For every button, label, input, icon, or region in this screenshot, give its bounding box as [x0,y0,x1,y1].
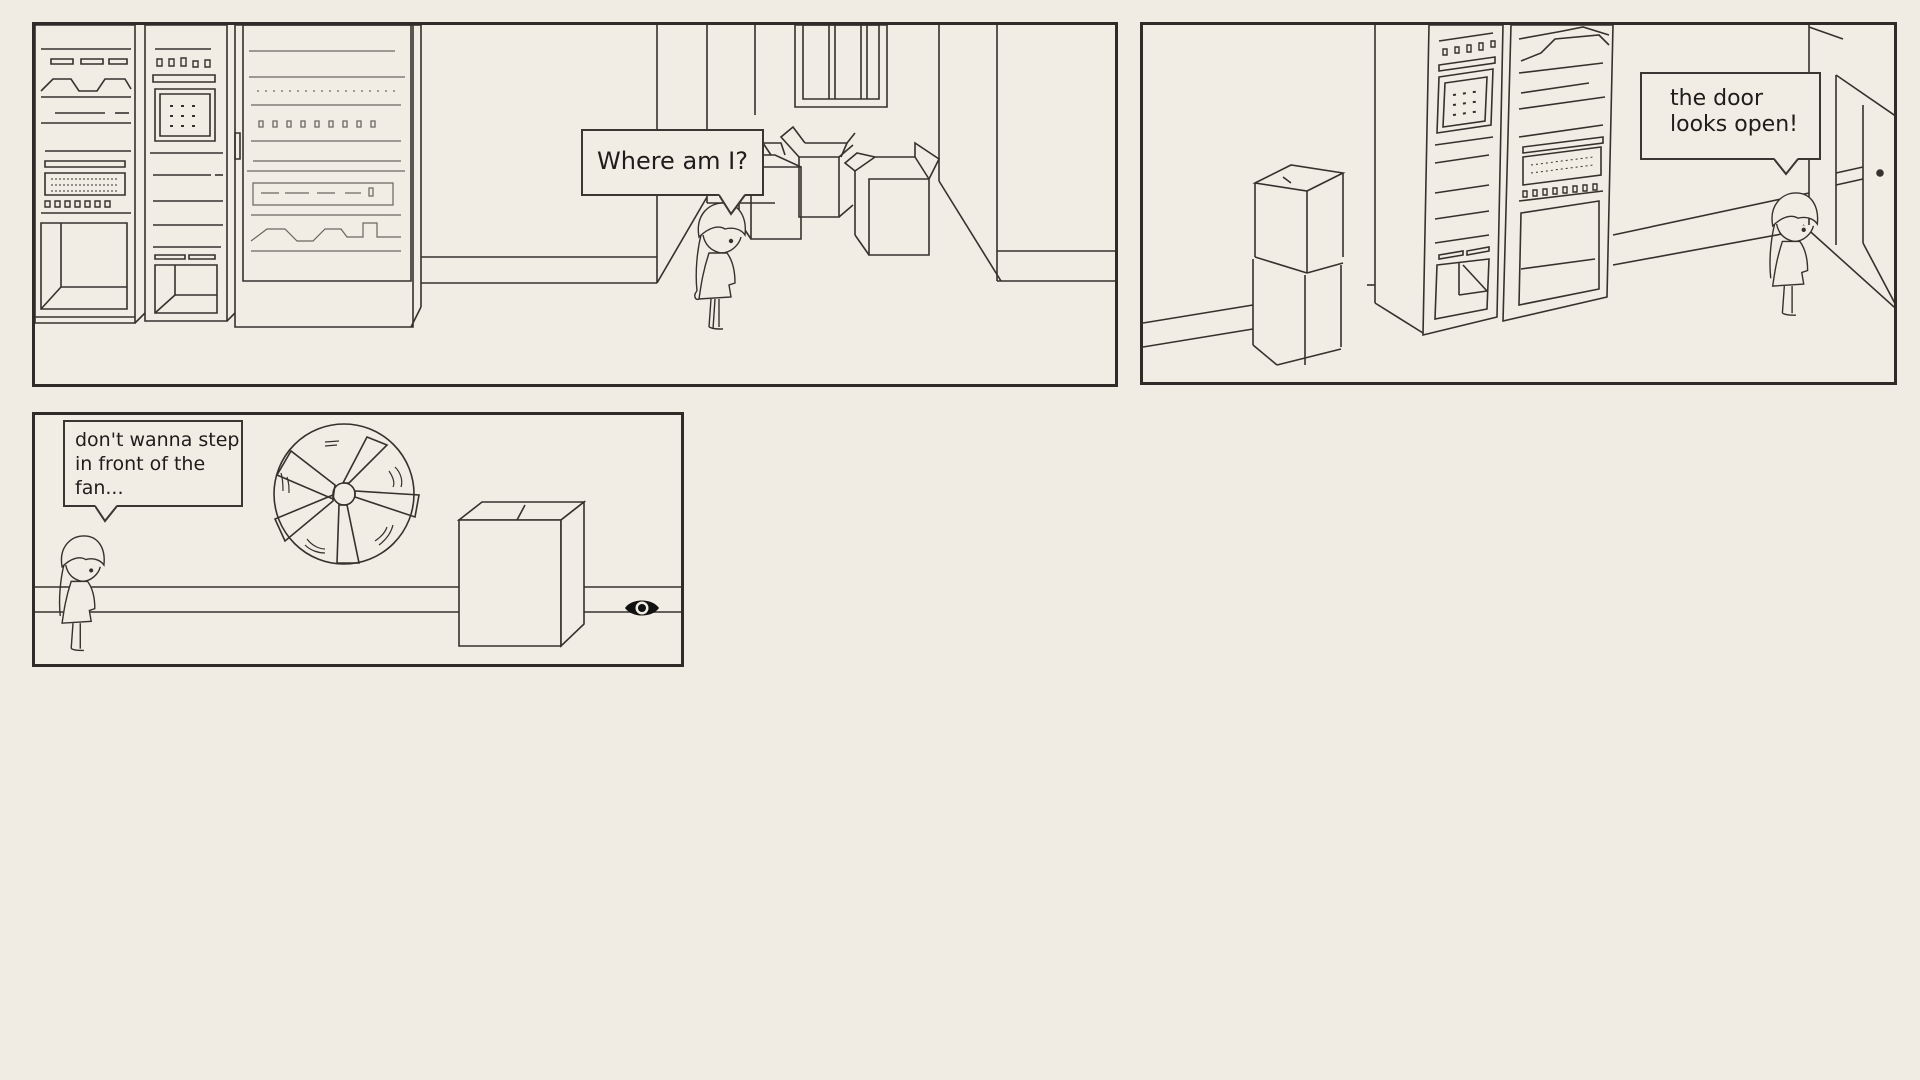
cardboard-box-icon [459,502,584,646]
comic-panel-2: the door looks open! [1140,22,1897,385]
eye-icon[interactable] [624,596,660,620]
speech-text-line: don't wanna step [75,429,240,451]
speech-text-line: fan... [75,477,124,499]
rack-cabinet-icon [1423,25,1503,335]
girl-character [689,201,755,335]
server-room-scene [35,25,1118,387]
fan-room-scene [35,415,684,667]
speech-text: Where am I? [597,147,748,175]
speech-bubble-tail [1774,158,1802,178]
fan-icon [274,424,419,564]
cardboard-box-icon [1253,257,1343,365]
speech-bubble: Where am I? [581,129,764,196]
speech-bubble-tail [719,194,749,216]
girl-character [1763,191,1827,321]
rack-cabinet-icon [1503,25,1613,321]
speech-bubble: the door looks open! [1640,72,1821,160]
rack-cabinet-icon [227,25,421,327]
speech-bubble-tail [95,505,121,525]
speech-text-line: looks open! [1670,112,1798,138]
door-icon [1809,27,1897,313]
speech-text-line: in front of the [75,453,206,475]
rack-cabinet-icon [35,25,135,323]
rack-cabinet-icon [135,25,227,323]
speech-text-line: the door [1670,86,1764,111]
comic-panel-3: don't wanna step in front of the fan... [32,412,684,667]
speech-bubble: don't wanna step in front of the fan... [63,420,243,507]
cardboard-box-icon [1255,165,1343,273]
cardboard-box-icon [845,143,939,255]
comic-panel-1: Where am I? [32,22,1118,387]
girl-character [53,533,113,657]
corridor-door-scene [1143,25,1897,385]
cardboard-box-icon [781,127,855,217]
